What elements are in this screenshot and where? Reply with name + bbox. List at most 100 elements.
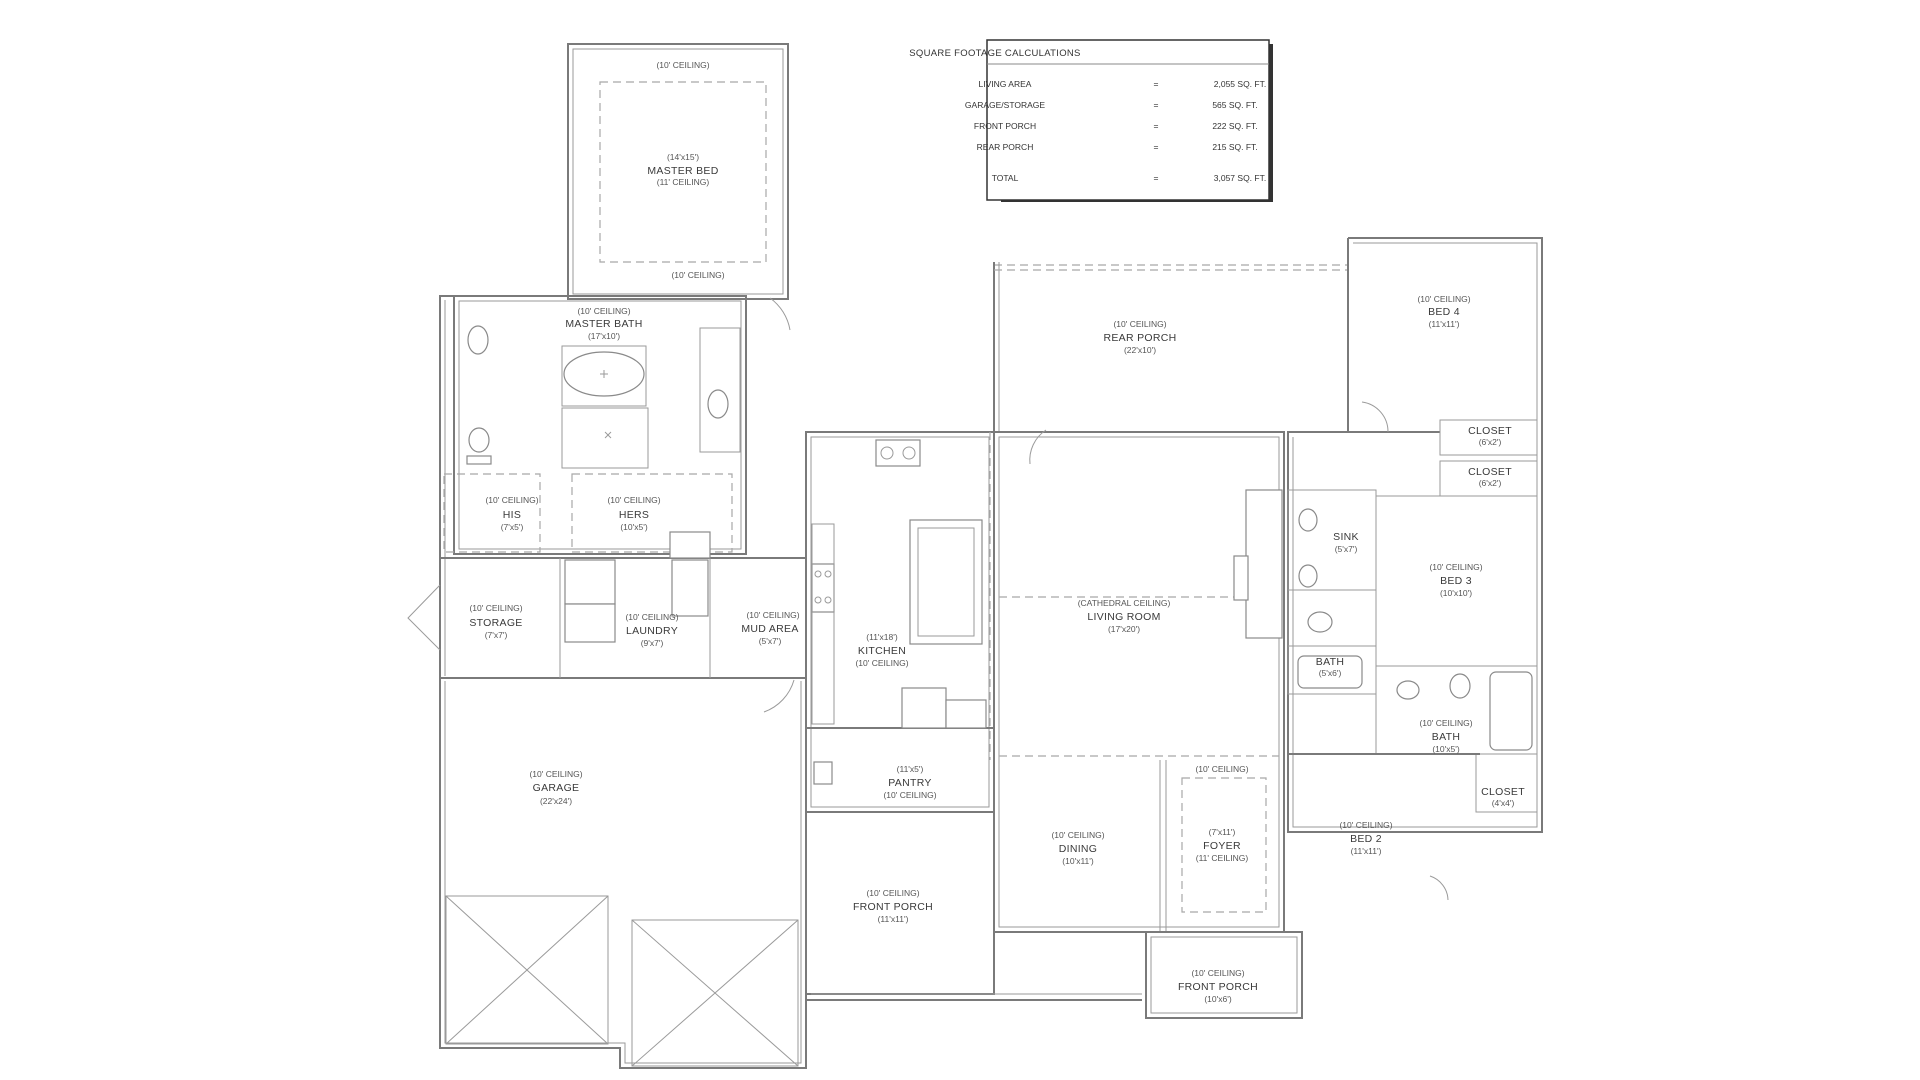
bath-small-name: BATH <box>1316 656 1344 668</box>
front-porch-left-size: (11'x11') <box>878 914 909 924</box>
toilet-icon <box>1449 673 1471 699</box>
master-bed-name: MASTER BED <box>647 165 718 177</box>
kitchen-size: (11'x18') <box>866 632 898 642</box>
cooktop-icon <box>811 563 835 613</box>
sqft-garage-value: 565 SQ. FT. <box>1212 100 1257 110</box>
front-porch-right-name: FRONT PORCH <box>1178 981 1258 993</box>
square-footage-table: SQUARE FOOTAGE CALCULATIONS LIVING AREA … <box>909 39 1273 202</box>
front-porch-right-size: (10'x6') <box>1204 994 1232 1004</box>
bath-ceiling: (10' CEILING) <box>1419 718 1472 728</box>
laundry-ceiling: (10' CEILING) <box>625 612 678 622</box>
laundry-name: LAUNDRY <box>626 625 678 637</box>
foyer-name: FOYER <box>1203 840 1241 852</box>
sink-icon <box>467 325 489 355</box>
front-porch-left-ceiling: (10' CEILING) <box>866 888 919 898</box>
sqft-total-label: TOTAL <box>992 173 1019 183</box>
rear-porch-name: REAR PORCH <box>1103 332 1176 344</box>
bed3-ceiling: (10' CEILING) <box>1429 562 1482 572</box>
sink-icon <box>707 389 729 419</box>
bed2-ceiling: (10' CEILING) <box>1339 820 1392 830</box>
master-bed-ceiling-top: (10' CEILING) <box>656 60 709 70</box>
kitchen-island <box>909 519 983 645</box>
closet-a-size: (6'x2') <box>1479 437 1502 447</box>
garage-door-panel <box>631 919 799 1067</box>
tray-ceiling-outline <box>599 81 767 263</box>
garage-ceiling: (10' CEILING) <box>529 769 582 779</box>
sqft-frontporch-eq: = <box>1154 121 1159 131</box>
living-room-size: (17'x20') <box>1108 624 1140 634</box>
sqft-living-value: 2,055 SQ. FT. <box>1214 79 1266 89</box>
sqft-garage-label: GARAGE/STORAGE <box>965 100 1045 110</box>
dining-size: (10'x11') <box>1062 856 1094 866</box>
sqft-rearporch-label: REAR PORCH <box>977 142 1034 152</box>
dining-ceiling: (10' CEILING) <box>1051 830 1104 840</box>
dining-name: DINING <box>1059 843 1098 855</box>
bed2-name: BED 2 <box>1350 833 1382 845</box>
his-name: HIS <box>503 509 521 521</box>
bed2-size: (11'x11') <box>1351 846 1382 856</box>
bathtub-icon <box>1489 671 1533 751</box>
bed4-ceiling: (10' CEILING) <box>1417 294 1470 304</box>
bed4-size: (11'x11') <box>1429 319 1460 329</box>
garage-door-panel <box>445 895 609 1045</box>
closet-a-name: CLOSET <box>1468 425 1512 437</box>
pantry-ceiling: (10' CEILING) <box>883 790 936 800</box>
sqft-living-label: LIVING AREA <box>979 79 1032 89</box>
hers-ceiling: (10' CEILING) <box>607 495 660 505</box>
pantry-name: PANTRY <box>888 777 931 789</box>
bath-name: BATH <box>1432 731 1460 743</box>
sink-icon <box>1396 680 1420 700</box>
master-bed-ceiling-bottom: (10' CEILING) <box>671 270 724 280</box>
garage-name: GARAGE <box>533 782 580 794</box>
sqft-title: SQUARE FOOTAGE CALCULATIONS <box>909 48 1080 59</box>
living-room-name: LIVING ROOM <box>1087 611 1160 623</box>
bath-size: (10'x5') <box>1432 744 1460 754</box>
sink-size: (5'x7') <box>1335 544 1358 554</box>
mud-area-name: MUD AREA <box>741 623 798 635</box>
bed4-name: BED 4 <box>1428 306 1460 318</box>
sqft-total-value: 3,057 SQ. FT. <box>1214 173 1266 183</box>
bed3-size: (10'x10') <box>1440 588 1472 598</box>
hers-size: (10'x5') <box>620 522 648 532</box>
sink-name: SINK <box>1333 531 1359 543</box>
bath-small-size: (5'x6') <box>1319 668 1342 678</box>
room-labels: (10' CEILING) (14'x15') MASTER BED (11' … <box>469 60 1525 1004</box>
front-porch-right-ceiling: (10' CEILING) <box>1191 968 1244 978</box>
closet-c-name: CLOSET <box>1481 786 1525 798</box>
master-bath-ceiling: (10' CEILING) <box>577 306 630 316</box>
kitchen-ceiling: (10' CEILING) <box>855 658 908 668</box>
kitchen-sink-icon <box>875 439 921 467</box>
foyer-size: (7'x11') <box>1209 827 1236 837</box>
rear-porch-ceiling: (10' CEILING) <box>1113 319 1166 329</box>
sink-icon <box>1298 508 1318 532</box>
foyer-ceiling-top: (10' CEILING) <box>1195 764 1248 774</box>
master-bath-size: (17'x10') <box>588 331 620 341</box>
kitchen-name: KITCHEN <box>858 645 906 657</box>
storage-size: (7'x7') <box>485 630 508 640</box>
sqft-garage-eq: = <box>1154 100 1159 110</box>
garage-size: (22'x24') <box>540 796 572 806</box>
bathtub-icon <box>1297 655 1363 689</box>
his-size: (7'x5') <box>501 522 524 532</box>
toilet-icon <box>1307 611 1333 633</box>
storage-name: STORAGE <box>469 617 522 629</box>
bed3-name: BED 3 <box>1440 575 1472 587</box>
storage-ceiling: (10' CEILING) <box>469 603 522 613</box>
closet-c-size: (4'x4') <box>1492 798 1515 808</box>
his-ceiling: (10' CEILING) <box>485 495 538 505</box>
sqft-living-eq: = <box>1154 79 1159 89</box>
mud-area-ceiling: (10' CEILING) <box>746 610 799 620</box>
hers-name: HERS <box>619 509 649 521</box>
closet-b-name: CLOSET <box>1468 466 1512 478</box>
sqft-rearporch-value: 215 SQ. FT. <box>1212 142 1257 152</box>
toilet-icon <box>468 427 490 453</box>
mud-area-size: (5'x7') <box>759 636 782 646</box>
sqft-frontporch-value: 222 SQ. FT. <box>1212 121 1257 131</box>
rear-porch-size: (22'x10') <box>1124 345 1156 355</box>
sink-icon <box>1298 564 1318 588</box>
foyer-ceiling: (11' CEILING) <box>1196 853 1249 863</box>
master-bed-ceiling: (11' CEILING) <box>657 177 710 187</box>
closet-b-size: (6'x2') <box>1479 478 1502 488</box>
pantry-size: (11'x5') <box>897 764 924 774</box>
